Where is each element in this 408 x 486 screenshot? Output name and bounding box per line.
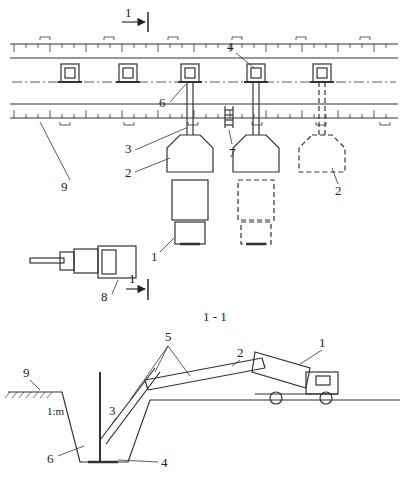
callout-number: 2 bbox=[236, 346, 245, 360]
section-mark: 1 bbox=[128, 272, 137, 286]
callout-number: 5 bbox=[164, 330, 173, 344]
callout-number: 3 bbox=[108, 404, 117, 418]
callout-number: 8 bbox=[100, 290, 109, 304]
callout-number: 2 bbox=[334, 184, 343, 198]
callout-number: 6 bbox=[158, 96, 167, 110]
slope-ratio: 1:m bbox=[46, 404, 65, 418]
callout-number: 2 bbox=[124, 166, 133, 180]
callout-number: 3 bbox=[124, 142, 133, 156]
plan-view bbox=[10, 12, 398, 300]
callout-number: 9 bbox=[60, 180, 69, 194]
callout-number: 6 bbox=[46, 452, 55, 466]
callout-number: 9 bbox=[22, 366, 31, 380]
callout-number: 1 bbox=[318, 336, 327, 350]
callout-number: 1 bbox=[150, 250, 159, 264]
section-mark: 1 bbox=[124, 6, 133, 20]
section-title: 1 - 1 bbox=[202, 310, 228, 324]
section-view bbox=[5, 346, 400, 462]
callout-number: 4 bbox=[160, 456, 169, 470]
callout-number: 4 bbox=[226, 40, 235, 54]
callout-number: 7 bbox=[228, 146, 237, 160]
